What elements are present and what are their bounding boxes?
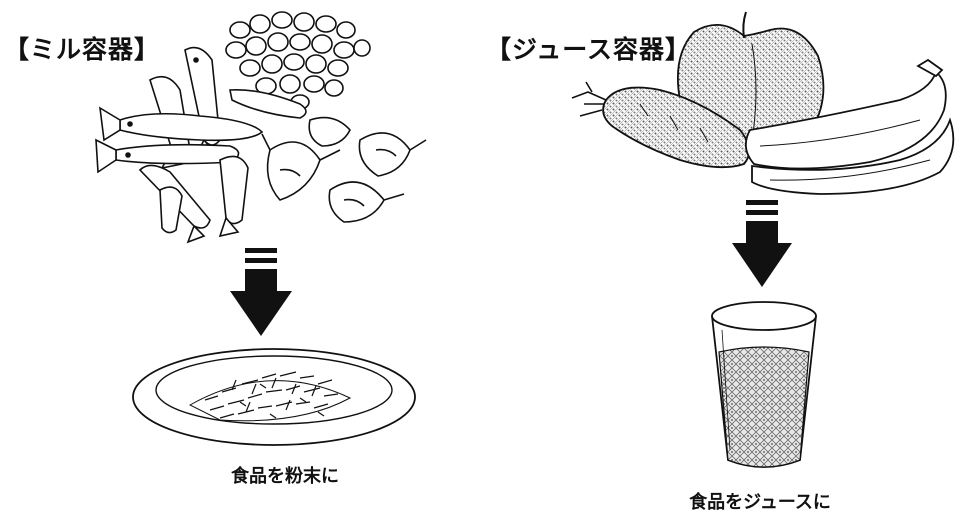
dried-shrimp — [261, 116, 427, 223]
dried-fish — [95, 46, 307, 244]
plate-with-powder — [132, 348, 416, 446]
beans — [225, 11, 371, 110]
mill-container-heading: 【ミル容器】 — [4, 35, 161, 64]
juice-result-caption: 食品をジュースに — [689, 492, 831, 513]
glass-of-juice — [711, 301, 817, 468]
juice-container-heading: 【ジュース容器】 — [486, 35, 692, 64]
juice-down-arrow — [732, 200, 792, 287]
carrot — [571, 81, 750, 169]
banana — [744, 58, 955, 195]
mill-down-arrow — [230, 248, 292, 336]
fruit-and-vegetables — [571, 11, 955, 195]
dried-food-pile — [95, 11, 427, 244]
mill-result-caption: 食品を粉末に — [231, 466, 339, 487]
